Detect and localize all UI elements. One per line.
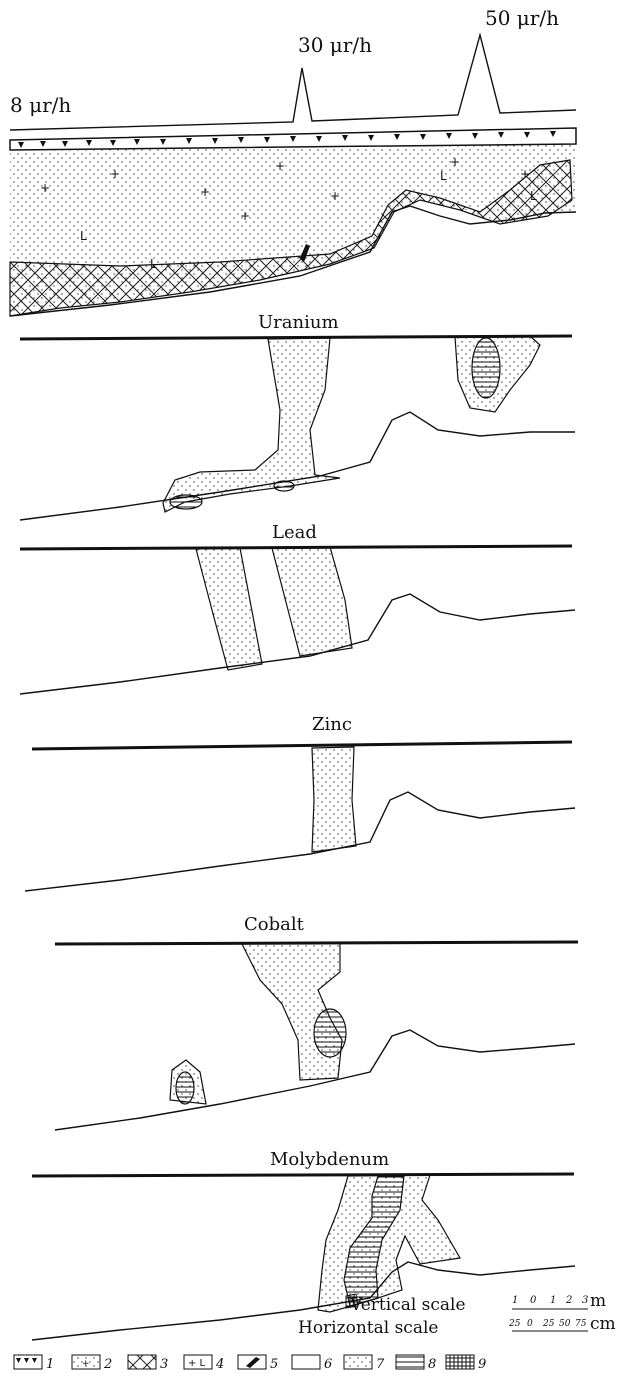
horizontal-scale-ticks: 25 0 25 50 75 (508, 1319, 587, 1329)
svg-text:+: + (275, 159, 285, 173)
svg-text:+: + (520, 167, 530, 181)
legend-item-6: 6 (292, 1355, 332, 1372)
horizontal-tick: 0 (527, 1319, 533, 1329)
legend-number: 5 (270, 1357, 278, 1372)
vertical-tick: 1 (512, 1295, 518, 1306)
cobalt-high-zone (314, 1009, 346, 1057)
legend-item-7: 7 (344, 1355, 385, 1372)
svg-text:+: + (330, 189, 340, 203)
zinc-bedrock-line (25, 792, 575, 891)
lead-anomaly-left (196, 548, 262, 670)
uranium-anomaly-main (163, 338, 340, 512)
uranium-high-zone-right (472, 338, 500, 398)
zinc-panel: Zinc (25, 714, 575, 891)
legend-item-9: 9 (446, 1355, 486, 1372)
legend: 1 + 2 3 + L 4 5 6 7 (14, 1355, 486, 1372)
legend-number: 8 (428, 1357, 436, 1372)
horizontal-tick: 25 (542, 1319, 555, 1329)
legend-item-3: 3 (128, 1355, 168, 1372)
svg-text:L: L (80, 229, 87, 243)
cobalt-panel: Cobalt (55, 914, 578, 1130)
legend-item-1: 1 (14, 1355, 54, 1372)
svg-text:+: + (450, 155, 460, 169)
zinc-anomaly (312, 747, 356, 852)
legend-item-4: + L 4 (184, 1355, 224, 1372)
gamma-label-left: 8 μr/h (10, 93, 71, 117)
svg-text:L: L (150, 257, 157, 271)
legend-number: 3 (160, 1357, 168, 1372)
svg-text:+: + (240, 209, 250, 223)
vertical-unit: m (590, 1291, 606, 1311)
horizontal-tick: 50 (559, 1319, 571, 1329)
lead-anomaly-right (272, 547, 352, 656)
molybdenum-panel: Molybdenum (32, 1149, 575, 1340)
vertical-tick: 0 (530, 1295, 537, 1306)
legend-number: 1 (46, 1357, 54, 1372)
horizontal-scale-label: Horizontal scale (298, 1318, 438, 1338)
svg-text:+: + (40, 181, 50, 195)
svg-text:+: + (82, 1359, 90, 1369)
lead-title: Lead (272, 522, 317, 543)
legend-number: 2 (103, 1357, 112, 1372)
horizontal-unit: cm (590, 1314, 616, 1334)
gamma-label-mid: 30 μr/h (298, 33, 372, 57)
zinc-title: Zinc (312, 714, 352, 735)
molybdenum-title: Molybdenum (270, 1149, 389, 1170)
svg-text:L: L (530, 189, 537, 203)
legend-number: 7 (376, 1357, 385, 1372)
vertical-scale-ticks: 1 0 1 2 3 (512, 1295, 588, 1306)
legend-number: 6 (324, 1357, 332, 1372)
vertical-tick: 3 (582, 1295, 588, 1306)
vertical-tick: 2 (565, 1295, 572, 1306)
gamma-profile-panel: 8 μr/h 30 μr/h 50 μr/h +++ +++ ++L LLL (10, 6, 576, 316)
legend-number: 4 (215, 1357, 224, 1372)
cobalt-title: Cobalt (244, 914, 305, 935)
horizontal-tick: 75 (575, 1319, 587, 1329)
legend-item-5: 5 (238, 1355, 278, 1372)
legend-item-8: 8 (396, 1355, 436, 1372)
svg-text:+ L: + L (188, 1358, 206, 1369)
vertical-scale-label: Vertical scale (349, 1295, 466, 1315)
legend-item-2: + 2 (72, 1355, 112, 1372)
uranium-title: Uranium (258, 312, 339, 333)
gamma-label-right: 50 μr/h (485, 6, 559, 30)
svg-text:+: + (110, 167, 120, 181)
uranium-panel: Uranium (20, 312, 575, 520)
zinc-surface-line (32, 742, 572, 749)
cobalt-high-zone-left (176, 1072, 194, 1104)
molybdenum-surface-line (32, 1174, 574, 1176)
horizontal-tick: 25 (508, 1319, 521, 1329)
svg-text:L: L (440, 169, 447, 183)
svg-text:+: + (200, 185, 210, 199)
lead-panel: Lead (20, 522, 575, 694)
vertical-tick: 1 (550, 1295, 556, 1306)
gamma-curve (10, 35, 576, 130)
legend-number: 9 (478, 1357, 486, 1372)
